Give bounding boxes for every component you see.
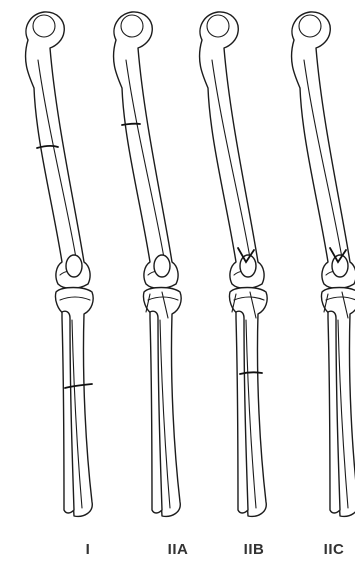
label-type-i: I bbox=[86, 541, 91, 558]
label-type-iia: IIA bbox=[168, 541, 189, 558]
label-type-iib: IIB bbox=[244, 541, 265, 558]
leg-type-iib bbox=[200, 12, 268, 516]
leg-type-iic bbox=[292, 12, 355, 516]
leg-type-i bbox=[26, 12, 94, 516]
label-type-iic: IIC bbox=[324, 541, 345, 558]
leg-type-iia bbox=[114, 12, 182, 516]
